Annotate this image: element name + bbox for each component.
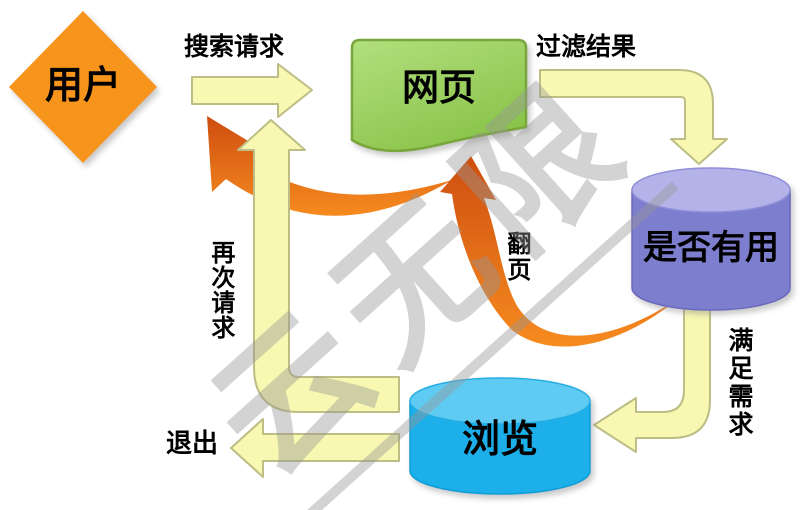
exit-arrow xyxy=(230,418,400,478)
filter-result-arrow xyxy=(539,69,728,165)
page-turn-label: 翻页 xyxy=(502,231,530,283)
user-node-label: 用户 xyxy=(44,65,121,107)
user-node xyxy=(9,11,157,163)
exit-label: 退出 xyxy=(166,428,219,458)
search-request-arrow xyxy=(191,63,313,118)
useful-node-label: 是否有用 xyxy=(643,229,779,267)
search-request-label: 搜索请求 xyxy=(184,33,285,61)
webpage-node-label: 网页 xyxy=(402,67,476,108)
satisfy-need-arrow xyxy=(593,303,711,453)
webpage-node xyxy=(350,38,528,153)
page-turn-arrow xyxy=(440,156,676,347)
useful-node-top xyxy=(631,167,791,213)
satisfy-need-label: 满足需求 xyxy=(725,327,753,439)
again-request-label: 再次请求 xyxy=(206,240,234,340)
browse-node-body xyxy=(409,400,591,495)
filter-result-label: 过滤结果 xyxy=(536,33,637,61)
useful-node-body xyxy=(631,189,791,311)
browse-node-label: 浏览 xyxy=(461,419,538,461)
again-request-arrow xyxy=(237,119,400,413)
browse-node-top xyxy=(409,377,591,425)
